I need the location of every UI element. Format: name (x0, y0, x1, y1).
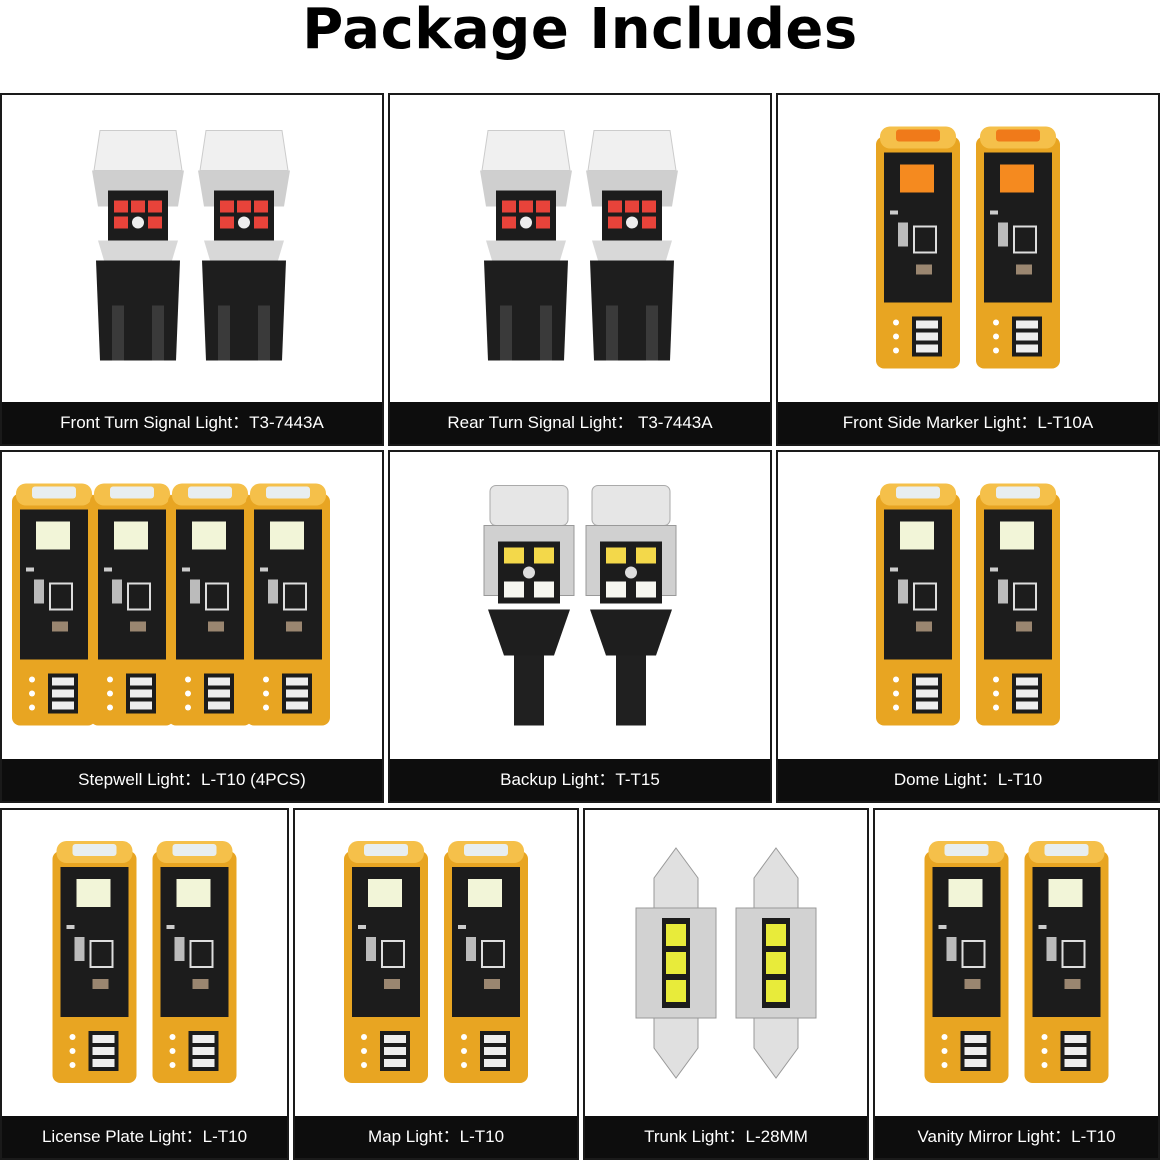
product-image (2, 452, 382, 759)
bulb-image (92, 130, 290, 361)
product-image (778, 452, 1158, 759)
bulb-image (876, 126, 1060, 369)
product-card: Map Light：L-T10 (293, 808, 579, 1160)
bulb-image (12, 483, 330, 726)
product-caption: Dome Light：L-T10 (778, 759, 1158, 801)
product-caption: Map Light：L-T10 (295, 1116, 577, 1158)
product-caption: Rear Turn Signal Light： T3-7443A (390, 402, 770, 444)
product-card: Front Turn Signal Light：T3-7443A (0, 93, 384, 446)
bulb-image (480, 130, 678, 361)
product-caption: License Plate Light：L-T10 (2, 1116, 287, 1158)
product-image (2, 810, 287, 1116)
bulb-image (344, 841, 528, 1083)
product-card: Stepwell Light：L-T10 (4PCS) (0, 450, 384, 803)
product-card: Dome Light：L-T10 (776, 450, 1160, 803)
product-image (875, 810, 1158, 1116)
product-caption: Trunk Light：L-28MM (585, 1116, 867, 1158)
product-image (390, 452, 770, 759)
product-caption: Front Side Marker Light：L-T10A (778, 402, 1158, 444)
page-title: Package Includes (302, 0, 858, 62)
product-image (585, 810, 867, 1116)
bulb-image (483, 485, 677, 726)
product-card: Rear Turn Signal Light： T3-7443A (388, 93, 772, 446)
bulb-image (876, 483, 1060, 726)
product-image (2, 95, 382, 402)
product-card: Front Side Marker Light：L-T10A (776, 93, 1160, 446)
product-card: Trunk Light：L-28MM (583, 808, 869, 1160)
bulb-image (52, 841, 237, 1083)
bulb-image (635, 847, 817, 1079)
bulb-image (924, 841, 1109, 1083)
product-image (778, 95, 1158, 402)
product-image (390, 95, 770, 402)
product-caption: Backup Light：T-T15 (390, 759, 770, 801)
product-card: License Plate Light：L-T10 (0, 808, 289, 1160)
product-card: Vanity Mirror Light：L-T10 (873, 808, 1160, 1160)
product-caption: Vanity Mirror Light：L-T10 (875, 1116, 1158, 1158)
product-image (295, 810, 577, 1116)
product-card: Backup Light：T-T15 (388, 450, 772, 803)
product-caption: Front Turn Signal Light：T3-7443A (2, 402, 382, 444)
product-caption: Stepwell Light：L-T10 (4PCS) (2, 759, 382, 801)
